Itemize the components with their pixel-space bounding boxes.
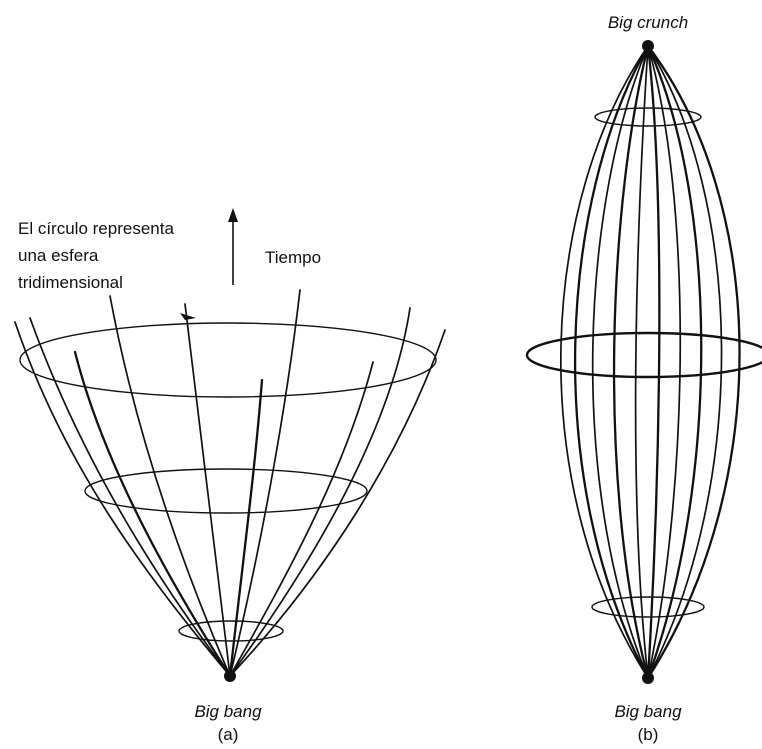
recollapsing-universe-diagram: Big crunch Big bang (b) xyxy=(527,13,762,744)
annotation-line-3: tridimensional xyxy=(18,273,123,292)
caption-b: (b) xyxy=(638,725,659,744)
cone-meridian xyxy=(75,352,230,676)
annotation-line-2: una esfera xyxy=(18,246,99,265)
spindle-ring-top xyxy=(595,108,701,126)
expanding-universe-diagram: El círculo representa una esfera tridime… xyxy=(15,208,445,744)
time-label: Tiempo xyxy=(265,248,321,267)
time-arrow-icon xyxy=(228,208,238,222)
big-bang-point xyxy=(224,670,236,682)
spindle-meridian xyxy=(575,46,648,678)
big-crunch-label: Big crunch xyxy=(608,13,688,32)
big-bang-label-b: Big bang xyxy=(614,702,682,721)
cone-ring-bottom xyxy=(179,621,283,641)
spindle-meridian xyxy=(561,46,648,678)
cone-ring-top xyxy=(20,323,436,397)
cone-meridian xyxy=(230,308,410,676)
spindle-ring-middle xyxy=(527,333,762,377)
annotation-line-1: El círculo representa xyxy=(18,219,174,238)
spindle-meridians xyxy=(561,46,740,678)
spindle-meridian xyxy=(648,46,659,678)
pointer-arrowhead xyxy=(180,313,196,320)
cone-meridians xyxy=(15,290,445,676)
cone-meridian xyxy=(230,380,262,676)
big-bang-label-a: Big bang xyxy=(194,702,262,721)
spindle-meridian xyxy=(636,46,648,678)
cone-meridian xyxy=(230,290,300,676)
cone-meridian xyxy=(110,296,230,676)
caption-a: (a) xyxy=(218,725,239,744)
big-bang-point xyxy=(642,672,654,684)
big-crunch-point xyxy=(642,40,654,52)
spindle-meridian xyxy=(648,46,740,678)
